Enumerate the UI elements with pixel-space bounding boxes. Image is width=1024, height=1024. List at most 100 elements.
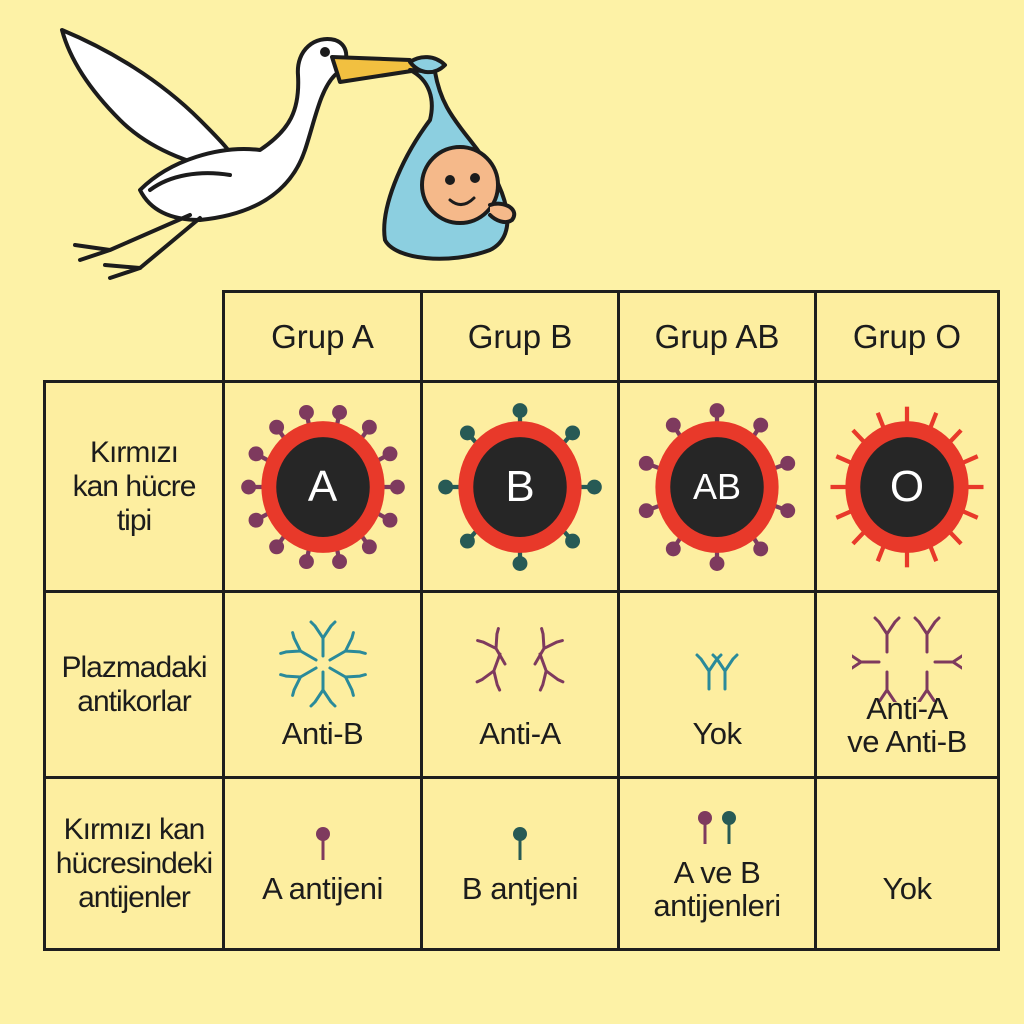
antibody-label: Anti-A <box>866 690 948 726</box>
antibodies-group-b: Anti-A <box>420 590 620 779</box>
antigen-head <box>248 445 263 461</box>
cell-type-letter: B <box>505 461 535 511</box>
antigen-label: Yok <box>882 871 932 906</box>
row-label-line: antijenler <box>78 880 191 914</box>
antibody <box>278 666 318 697</box>
cell-type-letter: AB <box>692 465 742 507</box>
baby-face <box>420 145 500 225</box>
column-header-group-a: Grup A <box>222 290 423 383</box>
antibody <box>327 666 367 697</box>
antibody-label: Yok <box>692 716 742 751</box>
antibody-label: ve Anti-B <box>847 723 967 759</box>
antigen-head <box>240 479 256 494</box>
antibodies-group-ab: Yok <box>617 590 817 779</box>
antigen-head <box>438 479 454 494</box>
antibody <box>309 620 336 658</box>
antibody <box>538 652 565 692</box>
antibody <box>711 653 739 691</box>
antigen-head <box>565 424 581 440</box>
antigen-head <box>382 512 397 528</box>
antigen-head <box>389 479 405 494</box>
antibody <box>309 670 336 708</box>
baby-hand <box>488 201 517 225</box>
antigen-head <box>361 538 377 554</box>
row-label-line: Plazmadaki <box>61 651 207 684</box>
antigen-icon <box>867 822 947 866</box>
antigen-head <box>268 419 284 435</box>
antigen-head <box>298 404 314 420</box>
antigen-head <box>780 502 796 518</box>
row-label-line: kan hücre <box>72 469 197 503</box>
baby-smile <box>448 196 476 206</box>
bundle-knot <box>408 55 447 75</box>
row-label-cell-antigens: Kırmızı kan hücresindeki antijenler <box>43 776 225 951</box>
antigen-label: B antjeni <box>461 871 579 906</box>
column-header-label: Grup O <box>852 317 962 355</box>
antigen-head <box>512 555 528 571</box>
antibody-icon <box>278 620 367 708</box>
antibody <box>475 652 502 692</box>
antibody <box>913 616 941 653</box>
column-header-label: Grup AB <box>654 317 780 355</box>
antibody-icon <box>852 616 962 702</box>
red-blood-cell-o-icon <box>830 406 984 567</box>
row-label-red-cell-type: Kırmızı kan hücre tipi <box>43 380 225 593</box>
row-label-plasma-antibodies: Plazmadaki antikorlar <box>43 590 225 779</box>
stork-beak <box>330 55 420 84</box>
antibody <box>873 616 901 653</box>
antigen-icon <box>315 827 330 860</box>
antigen-head <box>565 533 581 549</box>
antibody-icon <box>475 627 565 692</box>
antibody <box>278 631 318 662</box>
antigen-head <box>382 445 397 461</box>
antigens-group-a: A antijeni <box>222 776 423 951</box>
cell-type-group-ab: AB <box>617 380 817 593</box>
cell-type-group-a: A <box>222 380 423 593</box>
column-header-label: Grup A <box>271 317 374 355</box>
antigen-head <box>268 538 284 554</box>
row-label-line: Kırmızı kan <box>63 812 206 846</box>
stork-wing <box>60 28 242 172</box>
antigen-head <box>586 479 602 494</box>
antibody <box>916 670 938 702</box>
antigen-head <box>709 402 725 418</box>
antigen-head <box>665 417 681 433</box>
cell-type-group-b: B <box>420 380 620 593</box>
red-blood-cell-ab-icon <box>638 402 796 571</box>
antibody <box>852 648 881 675</box>
antibody <box>933 648 962 675</box>
antigen-head <box>331 553 347 569</box>
red-blood-cell-b-icon <box>438 402 602 571</box>
antigen-head <box>331 404 347 420</box>
cell-type-group-o: O <box>814 380 1000 593</box>
column-header-group-ab: Grup AB <box>617 290 817 383</box>
antibody <box>327 631 367 662</box>
antibody <box>876 670 898 702</box>
antigen-head <box>780 455 796 471</box>
row-label-line: tipi <box>116 503 152 537</box>
antigen-icon <box>513 827 527 860</box>
row-label-line: antikorlar <box>77 685 191 718</box>
antigen-label: antijenleri <box>653 887 781 923</box>
antigens-group-o: Yok <box>814 776 1000 951</box>
row-label-line: Kırmızı <box>90 435 179 469</box>
antigen-head <box>361 419 377 435</box>
antigen-head <box>512 402 528 418</box>
column-header-label: Grup B <box>467 317 573 355</box>
stork-with-baby-illustration <box>60 28 517 280</box>
cell-type-letter: O <box>889 461 925 511</box>
antibody-label: Anti-A <box>479 716 561 751</box>
antibodies-group-a: Anti-B <box>222 590 423 779</box>
stork-legs <box>73 213 202 280</box>
antigen-head <box>459 424 475 440</box>
stork-tail <box>148 171 232 192</box>
antigen-head <box>248 512 263 528</box>
antigen-head <box>638 455 654 471</box>
antibody-label: Anti-B <box>281 716 364 751</box>
antigen-head <box>665 540 681 556</box>
stork-eye <box>320 47 330 57</box>
antigen-head <box>709 555 725 571</box>
antigen-icon <box>698 810 736 844</box>
